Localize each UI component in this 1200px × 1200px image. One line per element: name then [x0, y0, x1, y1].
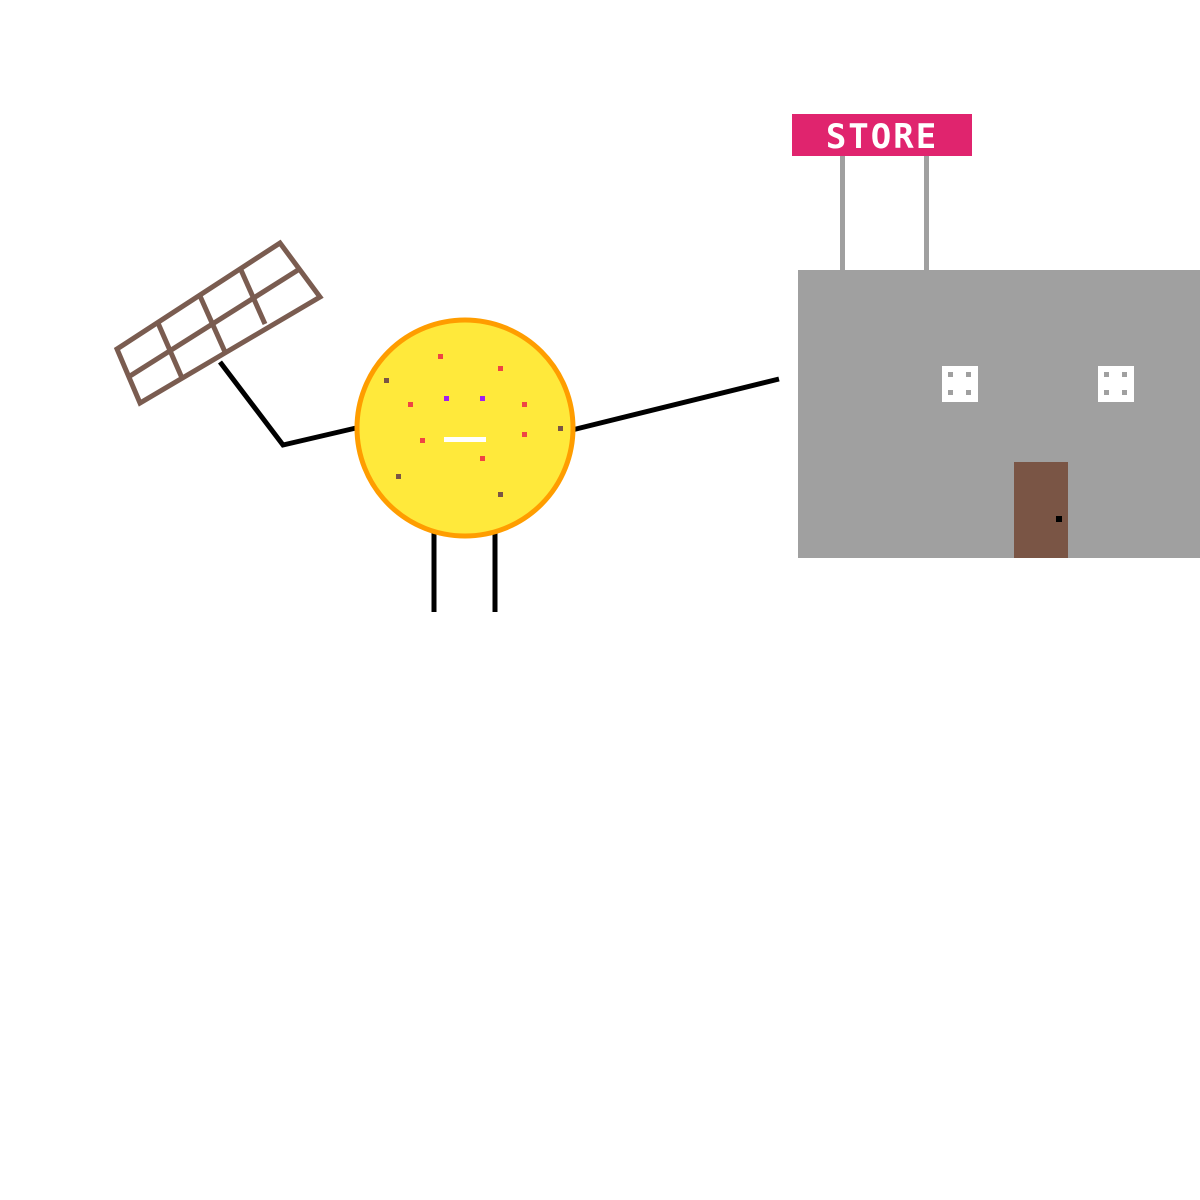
- sprinkle: [480, 396, 485, 401]
- store-wall: [798, 270, 1200, 558]
- sprinkle: [384, 378, 389, 383]
- sprinkle: [498, 366, 503, 371]
- store-door: [1014, 462, 1068, 558]
- sprinkle: [522, 432, 527, 437]
- sign-pole-left: [840, 154, 845, 272]
- sprinkle: [444, 396, 449, 401]
- cookie-character-icon: [354, 317, 576, 539]
- store-sign-board: [792, 114, 972, 156]
- sprinkle: [438, 354, 443, 359]
- chocolate-bar-segment: [128, 267, 300, 379]
- store-window: [942, 366, 978, 402]
- cookie-body: [354, 317, 576, 539]
- right-arm: [571, 376, 780, 433]
- sprinkle: [522, 402, 527, 407]
- sprinkle: [558, 426, 563, 431]
- sign-pole-right: [924, 154, 929, 272]
- cookie-mouth: [444, 437, 486, 442]
- chocolate-bar-icon: [113, 239, 324, 407]
- store-building-icon: [798, 270, 1200, 558]
- door-knob: [1056, 516, 1062, 522]
- chocolate-bar-outline: [113, 239, 324, 407]
- sprinkle: [396, 474, 401, 479]
- sprinkle: [498, 492, 503, 497]
- store-sign-text: STORE: [826, 117, 938, 157]
- left-arm: [218, 360, 357, 448]
- store-window: [1098, 366, 1134, 402]
- sprinkle: [408, 402, 413, 407]
- sprinkle: [480, 456, 485, 461]
- store-sign: STORE: [792, 114, 972, 157]
- sprinkle: [420, 438, 425, 443]
